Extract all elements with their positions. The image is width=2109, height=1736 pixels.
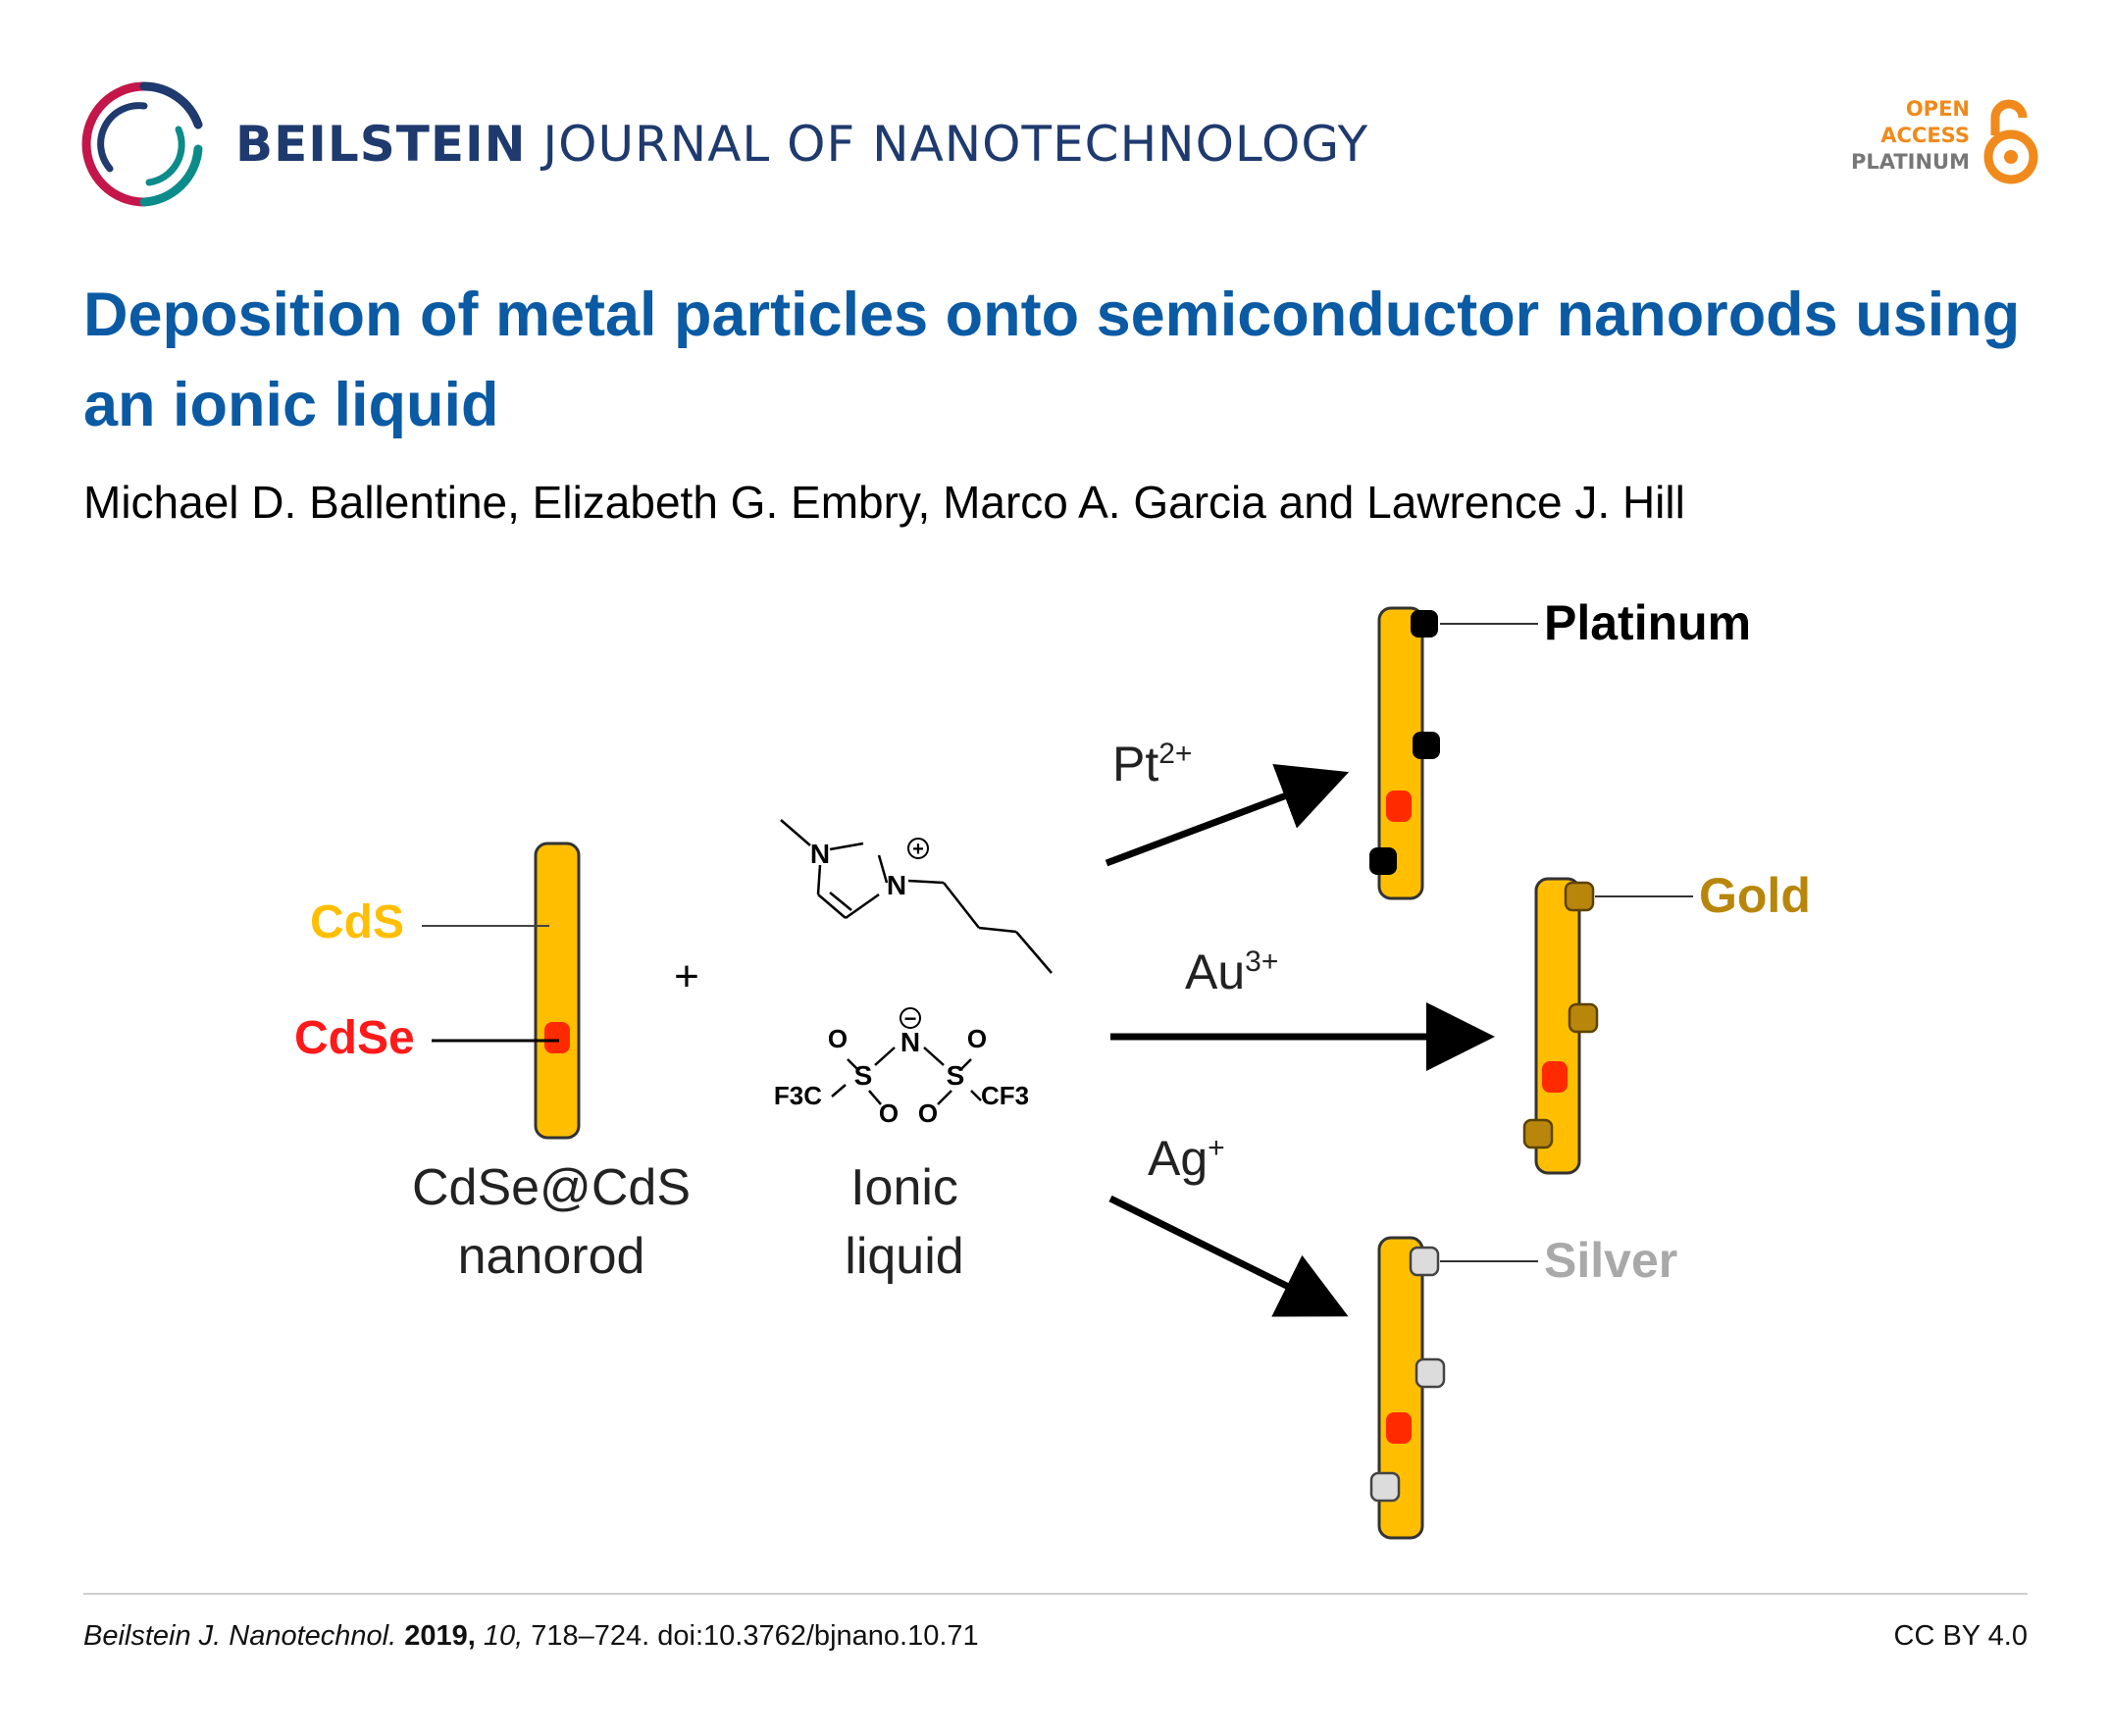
nanorod-silver bbox=[1369, 1236, 1538, 1540]
journal-name-bold: BEILSTEIN bbox=[235, 116, 527, 173]
anion-n: N bbox=[900, 1027, 920, 1057]
nanorod-caption-line1: CdSe@CdS bbox=[412, 1159, 691, 1216]
platinum-label: Platinum bbox=[1544, 595, 1751, 650]
silver-particle bbox=[1415, 1357, 1446, 1389]
imidazolium-cation bbox=[780, 819, 1053, 974]
platinum-particle bbox=[1411, 610, 1438, 638]
citation-pages-doi: 718–724. doi:10.3762/bjnano.10.71 bbox=[531, 1620, 979, 1652]
ionic-caption-line2: liquid bbox=[845, 1228, 963, 1285]
ion-label-au: Au3+ bbox=[1185, 945, 1278, 999]
anion-cf3: CF3 bbox=[981, 1081, 1029, 1110]
ionic-caption-line1: Ionic bbox=[850, 1159, 958, 1216]
platinum-particle bbox=[1413, 732, 1440, 759]
access-label: ACCESS bbox=[1880, 124, 1970, 147]
cds-label: CdS bbox=[310, 896, 404, 948]
anion-o1: O bbox=[828, 1024, 848, 1053]
open-access-lock-icon bbox=[1983, 99, 2038, 184]
cdse-label: CdSe bbox=[294, 1012, 415, 1064]
nanorod-platinum bbox=[1369, 606, 1538, 900]
plus-sign: + bbox=[674, 952, 699, 1000]
arrow-pt bbox=[1105, 763, 1350, 867]
open-access-badge: OPEN ACCESS PLATINUM bbox=[1834, 96, 2040, 194]
tfsi-anion bbox=[831, 1007, 982, 1105]
anion-o3: O bbox=[879, 1098, 899, 1128]
anion-s2: S bbox=[947, 1060, 965, 1091]
anion-charge: − bbox=[904, 1006, 917, 1031]
anion-f3c: F3C bbox=[774, 1081, 822, 1110]
gold-particle bbox=[1568, 1002, 1599, 1034]
gold-particle bbox=[1564, 881, 1595, 912]
article-title: Deposition of metal particles onto semic… bbox=[83, 281, 2021, 439]
ion-label-pt: Pt2+ bbox=[1112, 737, 1192, 791]
nanorod-gold bbox=[1522, 877, 1693, 1175]
journal-name-rest: JOURNAL OF NANOTECHNOLOGY bbox=[542, 116, 1369, 173]
silver-label: Silver bbox=[1544, 1233, 1677, 1288]
cation-n2: N bbox=[887, 870, 906, 900]
ion-label-ag: Ag+ bbox=[1148, 1131, 1225, 1186]
cation-n1: N bbox=[810, 839, 830, 869]
nanorod-start bbox=[534, 842, 581, 1140]
gold-label: Gold bbox=[1699, 868, 1811, 923]
open-label: OPEN bbox=[1905, 97, 1970, 121]
nanorod-core bbox=[544, 1022, 570, 1053]
graphical-abstract: CdS CdSe CdSe@CdS nanorod + N N + − N S … bbox=[294, 595, 1811, 1540]
author-list: Michael D. Ballentine, Elizabeth G. Embr… bbox=[83, 477, 1685, 528]
platinum-label: PLATINUM bbox=[1850, 150, 1970, 174]
citation-year: 2019, bbox=[404, 1620, 476, 1652]
silver-particle bbox=[1369, 1471, 1401, 1503]
arrow-ag bbox=[1108, 1195, 1349, 1317]
gold-particle bbox=[1522, 1118, 1554, 1149]
anion-o4: O bbox=[918, 1098, 938, 1128]
citation: Beilstein J. Nanotechnol. 2019, 10, 718–… bbox=[83, 1620, 979, 1653]
citation-journal: Beilstein J. Nanotechnol. bbox=[83, 1620, 397, 1652]
silver-particle bbox=[1409, 1246, 1440, 1277]
citation-volume: 10, bbox=[483, 1620, 524, 1652]
journal-name: BEILSTEIN JOURNAL OF NANOTECHNOLOGY bbox=[235, 116, 1368, 173]
beilstein-logo-icon bbox=[81, 81, 203, 207]
nanorod-caption-line2: nanorod bbox=[458, 1228, 645, 1285]
platinum-particle bbox=[1369, 847, 1397, 875]
anion-s1: S bbox=[854, 1060, 873, 1091]
cation-charge: + bbox=[912, 839, 924, 860]
footer-divider bbox=[83, 1593, 2028, 1595]
anion-o2: O bbox=[967, 1024, 987, 1053]
license-label: CC BY 4.0 bbox=[1893, 1620, 2028, 1652]
